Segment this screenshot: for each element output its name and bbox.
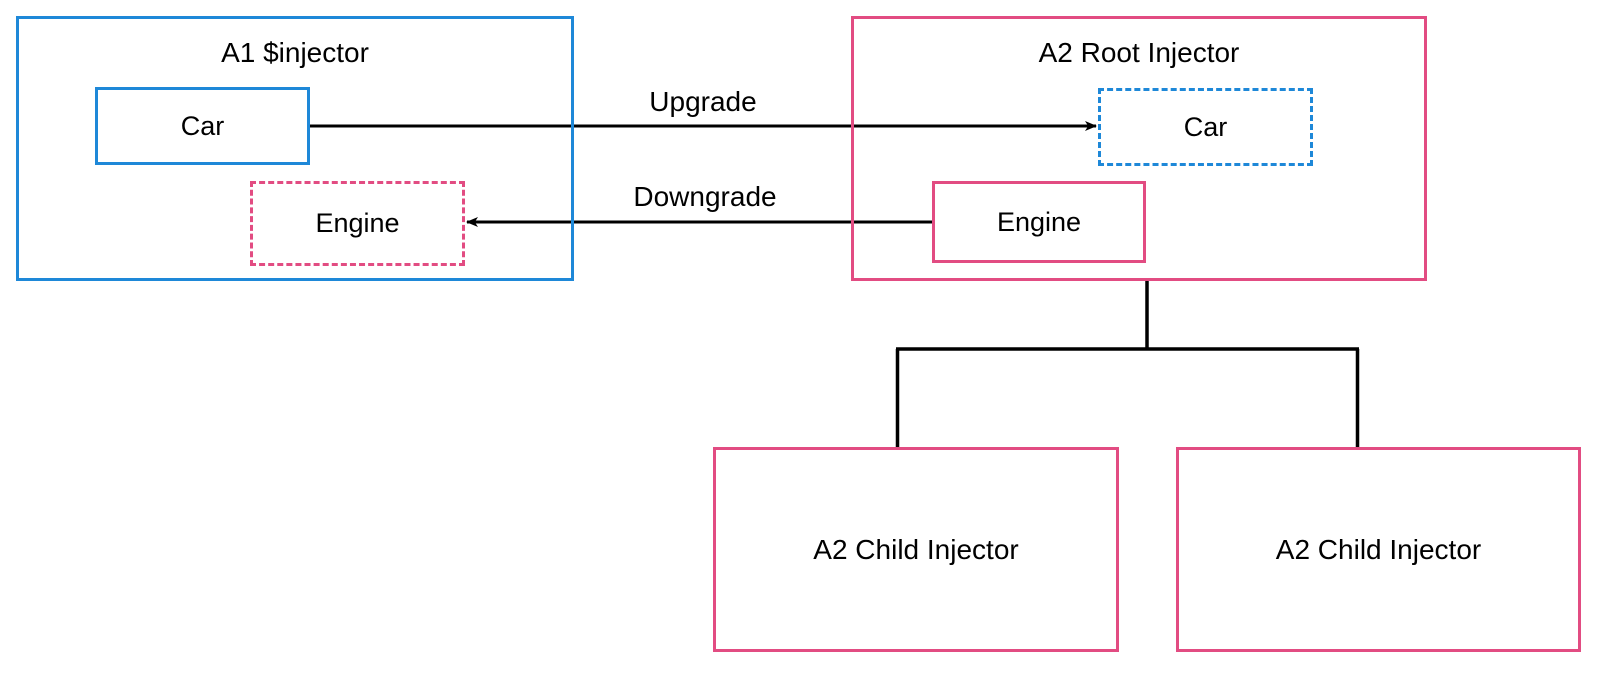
container-a2-root-injector-title: A2 Root Injector	[1038, 37, 1240, 68]
container-a2-child-injector-right-label: A2 Child Injector	[1275, 533, 1482, 565]
container-a2-child-injector-right[interactable]: A2 Child Injector	[1176, 447, 1581, 652]
container-a1-injector-title: A1 $injector	[221, 37, 369, 68]
container-a2-child-injector-left[interactable]: A2 Child Injector	[713, 447, 1119, 652]
edge-label-downgrade: Downgrade	[633, 181, 777, 212]
node-a1-engine-label: Engine	[315, 208, 400, 238]
container-a2-child-injector-left-label: A2 Child Injector	[813, 533, 1019, 565]
node-a1-engine[interactable]: Engine	[250, 181, 465, 266]
node-a1-car[interactable]: Car	[95, 87, 310, 165]
node-a2-engine-label: Engine	[996, 206, 1082, 237]
node-a2-car-label: Car	[1183, 111, 1228, 142]
node-a2-engine[interactable]: Engine	[932, 181, 1146, 263]
container-a2-root-injector[interactable]: A2 Root Injector	[851, 16, 1427, 281]
edge-label-upgrade: Upgrade	[649, 86, 757, 117]
container-a1-injector[interactable]: A1 $injector	[16, 16, 574, 281]
node-a1-car-label: Car	[180, 110, 225, 141]
node-a2-car[interactable]: Car	[1098, 88, 1313, 166]
